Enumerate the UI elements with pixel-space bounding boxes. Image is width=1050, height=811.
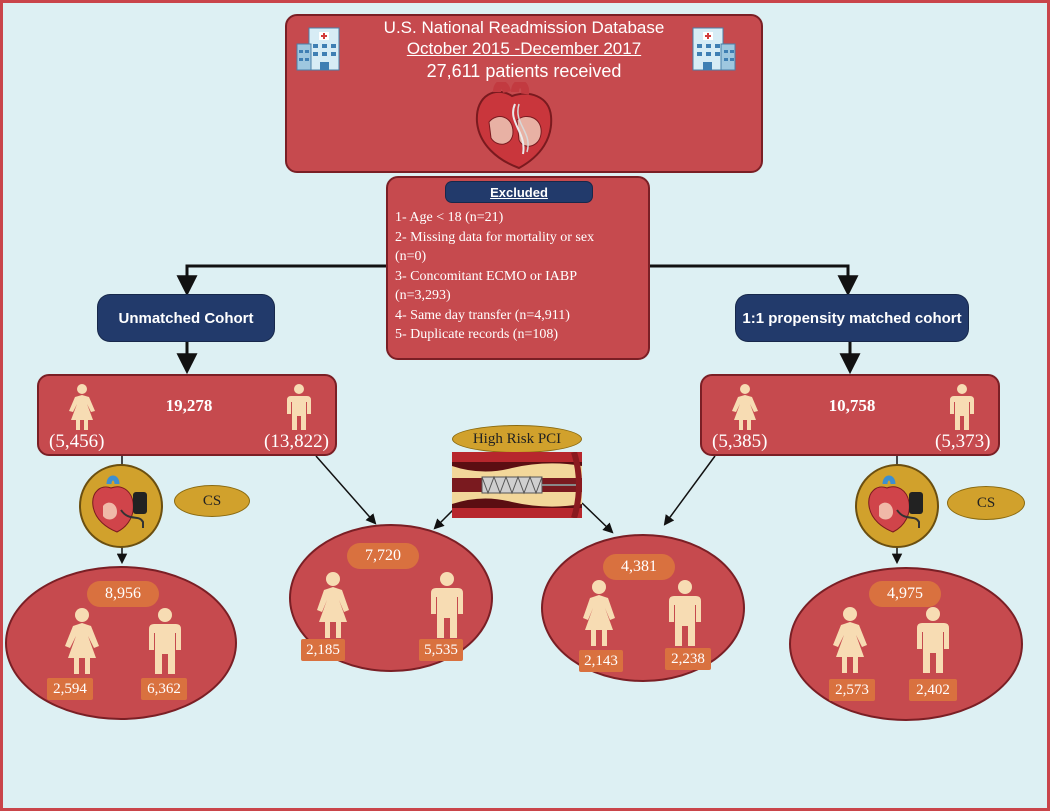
hospital-icon [692,27,736,71]
oval-female-count: 2,594 [47,678,93,700]
matched-female-count: (5,385) [712,431,768,452]
exclusion-item: 1- Age < 18 (n=21) [395,210,504,225]
oval-total: 4,381 [603,554,675,580]
excluded-box: Excluded 1- Age < 18 (n=21) 2- Missing d… [386,176,650,360]
exclusion-item: (n=3,293) [395,288,451,303]
male-icon [284,384,314,435]
exclusion-item: 3- Concomitant ECMO or IABP [395,268,577,284]
matched-total: 10,758 [828,396,876,415]
cs-label-right: CS [947,486,1025,520]
outcome-oval-cs-unmatched: 8,956 2,594 6,362 [5,566,237,720]
matched-male-count: (5,373) [935,431,991,452]
oval-male-count: 5,535 [419,639,463,661]
cardiogenic-shock-icon [79,464,163,548]
outcome-oval-pci-matched: 4,381 2,143 2,238 [541,534,745,682]
female-icon [65,384,99,435]
female-icon [313,572,353,643]
hospital-icon [296,27,340,71]
oval-female-count: 2,573 [829,679,875,701]
date-range: October 2015 -December 2017 [406,39,642,58]
database-title: U.S. National Readmission Database [383,18,665,37]
male-icon [145,608,185,679]
matched-cohort-label: 1:1 propensity matched cohort [736,295,968,341]
unmatched-female-count: (5,456) [49,431,105,452]
patients-received: 27,611 patients received [426,61,622,81]
arrow-to-matched [645,264,859,297]
unmatched-cohort-label: Unmatched Cohort [98,295,274,341]
female-icon [579,580,619,651]
female-icon [829,607,871,678]
male-icon [947,384,977,435]
matched-cohort-box: 10,758 (5,385) (5,373) [700,374,1000,456]
exclusion-item: (n=0) [395,249,427,264]
unmatched-male-count: (13,822) [264,431,329,452]
exclusion-item: 5- Duplicate records (n=108) [395,327,559,342]
stent-icon [452,452,582,518]
oval-male-count: 6,362 [141,678,187,700]
cardiogenic-shock-icon [855,464,939,548]
arrow-unmatched-pci [315,455,377,525]
header-box: U.S. National Readmission Database Octob… [285,14,763,173]
male-icon [427,572,467,643]
female-icon [728,384,762,435]
male-icon [913,607,953,678]
excluded-title: Excluded [446,182,592,202]
arrow-pci-right [581,502,614,534]
oval-total: 4,975 [869,581,941,607]
oval-male-count: 2,238 [665,648,711,670]
oval-male-count: 2,402 [909,679,957,701]
oval-total: 8,956 [87,581,159,607]
heart-icon [475,82,553,170]
male-icon [665,580,705,651]
cs-label-left: CS [174,485,250,517]
oval-female-count: 2,143 [579,650,623,672]
outcome-oval-cs-matched: 4,975 2,573 2,402 [789,567,1023,721]
unmatched-total: 19,278 [165,396,213,415]
exclusion-item: 2- Missing data for mortality or sex [395,229,595,245]
oval-total: 7,720 [347,543,419,569]
unmatched-cohort-box: 19,278 (5,456) (13,822) [37,374,337,456]
outcome-oval-pci-unmatched: 7,720 2,185 5,535 [289,524,493,672]
arrow-to-unmatched [176,264,388,297]
oval-female-count: 2,185 [301,639,345,661]
exclusion-item: 4- Same day transfer (n=4,911) [395,307,570,323]
arrow-matched-pci [663,455,716,526]
exclusion-list: 1- Age < 18 (n=21) 2- Missing data for m… [395,208,594,345]
female-icon [61,608,103,679]
pci-label: High Risk PCI [452,425,582,453]
